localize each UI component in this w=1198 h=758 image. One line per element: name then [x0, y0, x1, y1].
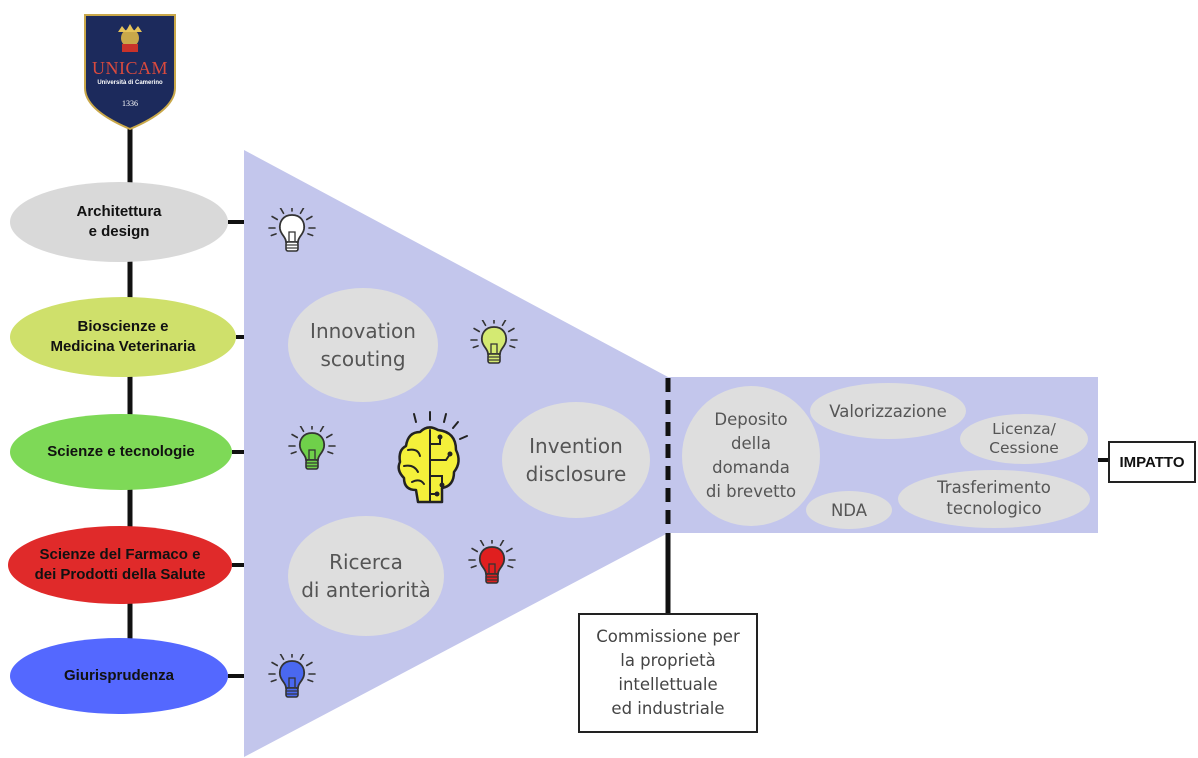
unicam-logo: UNICAM Università di Camerino 1336 [84, 14, 176, 130]
department-architettura[interactable]: Architettura e design [10, 182, 228, 262]
stage-label: Ricerca di anteriorità [301, 550, 431, 602]
item-label: NDA [830, 500, 868, 520]
brain-circuit-icon [397, 411, 468, 504]
logo-year: 1336 [122, 99, 138, 108]
item-deposito-brevetto[interactable]: Deposito della domanda di brevetto [682, 386, 820, 526]
item-licenza-cessione[interactable]: Licenza/ Cessione [960, 414, 1088, 464]
department-label: Bioscienze e Medicina Veterinaria [50, 317, 196, 355]
stage-label: Invention disclosure [525, 434, 627, 486]
item-label: Valorizzazione [829, 401, 947, 421]
lightbulb-icon [468, 540, 516, 584]
stage-invention-disclosure[interactable]: Invention disclosure [502, 402, 650, 518]
lightbulb-icon [288, 426, 336, 470]
department-giurisprudenza[interactable]: Giurisprudenza [10, 638, 228, 714]
item-label: Licenza/ Cessione [989, 419, 1059, 457]
department-label: Architettura e design [76, 202, 162, 240]
lightbulb-icon [470, 320, 518, 364]
item-trasferimento-tecnologico[interactable]: Trasferimento tecnologico [898, 470, 1090, 528]
stage-innovation-scouting[interactable]: Innovation scouting [288, 288, 438, 402]
commissione-box[interactable]: Commissione per la proprietà intellettua… [578, 613, 758, 733]
department-farmaco[interactable]: Scienze del Farmaco e dei Prodotti della… [8, 526, 232, 604]
stage-label: Innovation scouting [310, 319, 416, 371]
lightbulb-icon [268, 654, 316, 698]
impatto-box[interactable]: IMPATTO [1108, 441, 1196, 483]
department-scienze-tecnologie[interactable]: Scienze e tecnologie [10, 414, 232, 490]
stage-ricerca-anteriorita[interactable]: Ricerca di anteriorità [288, 516, 444, 636]
logo-name: UNICAM [91, 58, 168, 78]
department-bioscienze[interactable]: Bioscienze e Medicina Veterinaria [10, 297, 236, 377]
item-nda[interactable]: NDA [806, 491, 892, 529]
funnel-shape [244, 150, 1098, 757]
department-label: Scienze e tecnologie [47, 442, 195, 460]
impatto-label: IMPATTO [1119, 453, 1185, 471]
lightbulb-icon [268, 208, 316, 252]
department-label: Scienze del Farmaco e dei Prodotti della… [34, 545, 206, 583]
item-valorizzazione[interactable]: Valorizzazione [810, 383, 966, 439]
commissione-label: Commissione per la proprietà intellettua… [596, 627, 740, 718]
logo-subtitle: Università di Camerino [97, 80, 163, 86]
shield-icon [84, 14, 176, 130]
item-label: Deposito della domanda di brevetto [705, 410, 797, 501]
department-label: Giurisprudenza [63, 666, 175, 684]
item-label: Trasferimento tecnologico [937, 478, 1051, 518]
